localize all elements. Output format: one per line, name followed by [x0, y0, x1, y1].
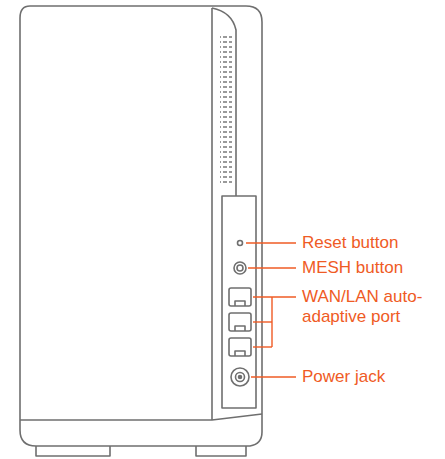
part-label: Reset button — [302, 233, 442, 253]
leader-lines — [246, 243, 296, 377]
part-label: Power jack — [302, 367, 442, 387]
part-label: MESH button — [302, 258, 442, 278]
router-body — [20, 6, 262, 456]
part-label: WAN/LAN auto-adaptive port — [302, 287, 424, 327]
vent-grille — [220, 34, 232, 184]
